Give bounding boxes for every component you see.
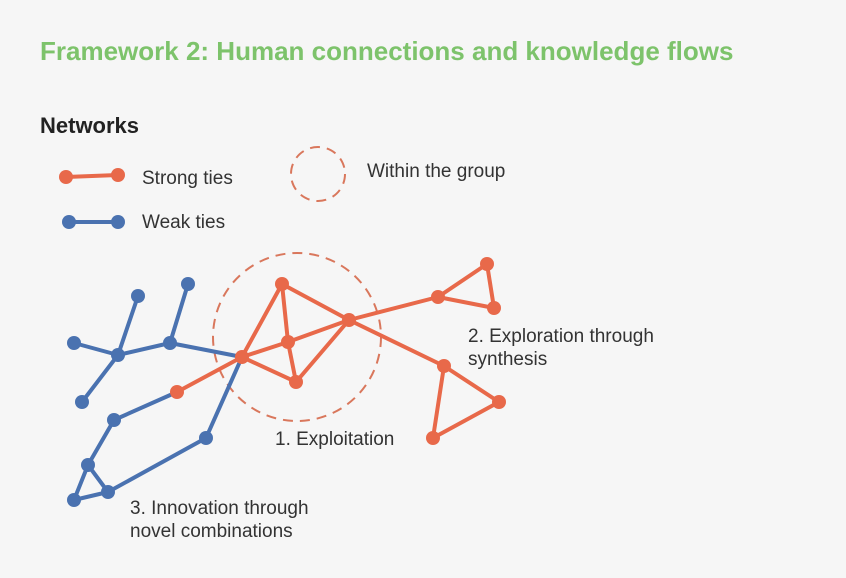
label-innovation-line2: novel combinations (130, 521, 293, 542)
legend-weak-symbol (62, 215, 125, 229)
label-exploration-line1: 2. Exploration through (468, 326, 654, 347)
strong-ties (175, 262, 501, 440)
legend-strong-symbol (59, 168, 125, 184)
weak-ties (72, 282, 244, 502)
weak-nodes (67, 277, 213, 507)
label-exploitation: 1. Exploitation (275, 429, 395, 450)
strong-nodes (170, 257, 506, 445)
legend-weak-label: Weak ties (142, 212, 226, 233)
label-innovation-line1: 3. Innovation through (130, 498, 309, 519)
legend-group-symbol (290, 146, 346, 202)
label-exploration-line2: synthesis (468, 349, 548, 370)
label-innovation: 3. Innovation through novel combinations (130, 497, 309, 543)
networks-heading: Networks (40, 113, 140, 138)
page-title: Framework 2: Human connections and knowl… (40, 36, 734, 66)
legend-group-label: Within the group (367, 161, 506, 182)
label-exploration: 2. Exploration through synthesis (468, 325, 654, 371)
legend-strong-label: Strong ties (142, 168, 233, 189)
